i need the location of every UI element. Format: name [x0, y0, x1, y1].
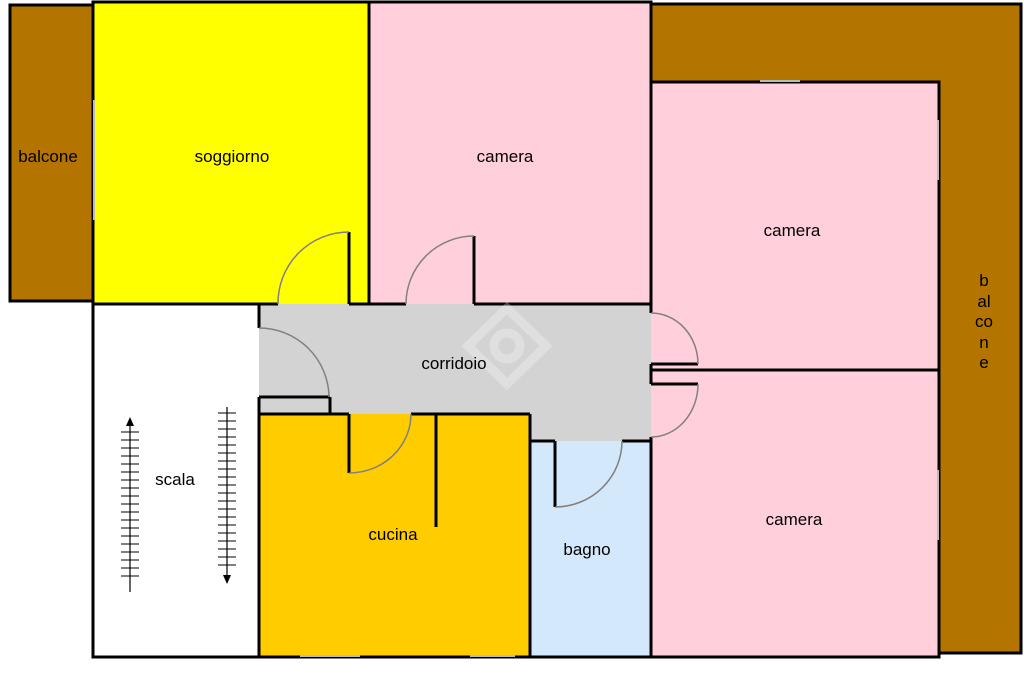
- watermark-logo: [461, 301, 553, 391]
- label-bedroom-southeast: camera: [765, 510, 823, 529]
- label-kitchen: cucina: [368, 525, 418, 544]
- label-bedroom-east: camera: [763, 221, 821, 240]
- label-bathroom: bagno: [563, 540, 611, 559]
- bedroom-southeast: [651, 370, 939, 657]
- label-balcony-east: balcone: [975, 271, 993, 372]
- label-living-room: soggiorno: [194, 147, 270, 166]
- label-stairs: scala: [155, 470, 195, 489]
- balcony-west: [10, 5, 93, 301]
- balcony-east: [651, 4, 1021, 653]
- stair-down-arrow: [223, 575, 231, 584]
- label-balcony-west: balcone: [18, 147, 78, 166]
- stair-up-arrow: [126, 417, 134, 426]
- label-corridor: corridoio: [421, 354, 487, 373]
- window-marks: [93, 80, 939, 657]
- bathroom: [530, 441, 651, 657]
- label-bedroom-north: camera: [476, 147, 534, 166]
- living-room: [93, 2, 369, 304]
- bedroom-east: [651, 82, 939, 370]
- door-swings: [258, 231, 699, 508]
- bedroom-north: [369, 2, 651, 304]
- corridor-extension: [530, 414, 651, 441]
- stair-steps: [218, 412, 236, 566]
- stairs-area: [93, 304, 259, 657]
- stair-steps: [121, 431, 139, 577]
